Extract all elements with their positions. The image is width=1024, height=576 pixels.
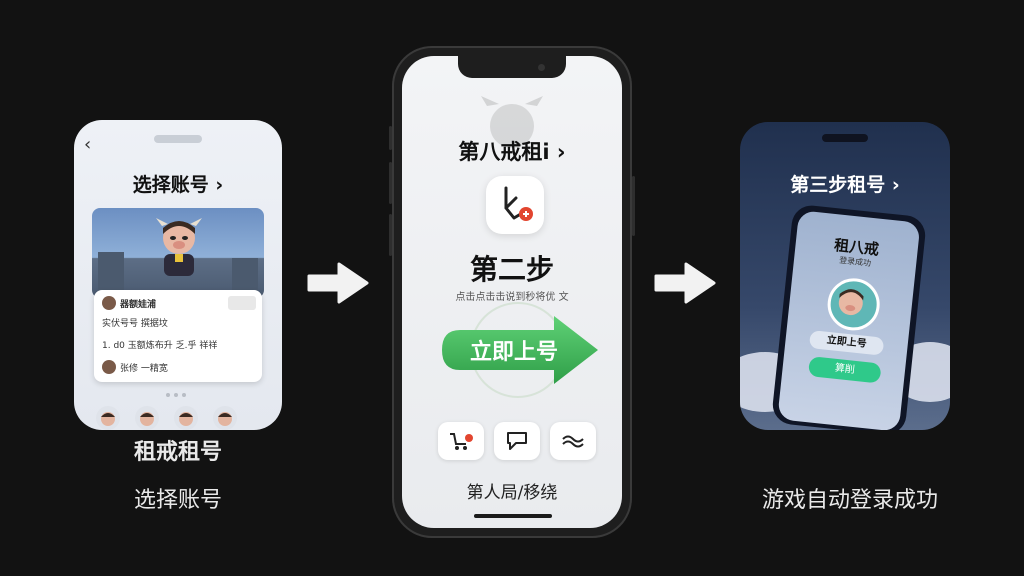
phone-screen: 第八戒租i › 第二步 点击点击击说到秒将优 文 立即上号 (402, 56, 622, 528)
avatar (102, 360, 116, 374)
share-node-icon (504, 186, 533, 221)
inner-screen: 租八戒 登录成功 立即上号 算削 (777, 210, 921, 430)
account-list-panel: 器额娃浦 实伏号号 撰据坟 1. d0 玉额炼布升 乏.乎 祥祥 张修 一精宽 (94, 290, 262, 382)
pig-face-icon (140, 412, 154, 426)
login-now-label: 立即上号 (469, 340, 558, 365)
pig-face-icon (179, 412, 193, 426)
inner-confirm-button[interactable]: 算削 (807, 356, 882, 384)
camera-icon (538, 64, 545, 71)
arrow-right-icon (307, 262, 369, 304)
card-handle (154, 135, 202, 143)
step1-caption-top: 租戒租号 (133, 440, 222, 465)
list-item[interactable]: 器额娃浦 (102, 296, 156, 310)
list-item[interactable]: 1. d0 玉额炼布升 乏.乎 祥祥 (102, 338, 217, 351)
app-icon[interactable] (486, 176, 544, 234)
power-button (632, 176, 635, 236)
app-title: 第八戒租i › (458, 140, 566, 164)
step3-title: 第三步租号 › (790, 174, 900, 196)
list-item-label: 张修 一精宽 (120, 363, 168, 374)
list-item-label: 1. d0 玉额炼布升 乏.乎 祥祥 (102, 341, 218, 351)
step1-caption: 选择账号 (133, 488, 222, 513)
dot (174, 393, 178, 397)
mascot-watermark-icon (481, 96, 543, 148)
pig-mascot-icon (156, 218, 202, 276)
home-indicator[interactable] (474, 514, 552, 518)
arrow-right-icon (654, 262, 716, 304)
list-item-label: 实伏号号 撰据坟 (102, 319, 168, 329)
side-button (389, 162, 392, 204)
avatar (102, 296, 116, 310)
step3-card: 第三步租号 › 租八戒 登录成功 立即上号 算削 (740, 122, 950, 430)
pig-mascot-icon (838, 289, 864, 316)
dot (166, 393, 170, 397)
avatar[interactable] (135, 406, 159, 430)
cart-icon (450, 433, 473, 450)
avatar[interactable] (96, 406, 120, 430)
list-item[interactable]: 张修 一精宽 (102, 360, 168, 374)
side-button (389, 214, 392, 256)
avatar[interactable] (213, 406, 237, 430)
cart-button[interactable] (438, 422, 484, 460)
step1-card: ‹ 选择账号 › 器额娃浦 实伏号号 撰据坟 1. d0 玉额炼布升 乏.乎 祥… (74, 120, 282, 430)
step3-caption: 游戏自动登录成功 (761, 488, 938, 513)
game-scene-image (92, 208, 264, 298)
panel-tag (228, 296, 256, 310)
pig-face-icon (101, 412, 115, 426)
list-item[interactable]: 实伏号号 撰据坟 (102, 316, 168, 329)
arrow-button-shape (442, 316, 598, 384)
back-icon[interactable]: ‹ (84, 134, 92, 155)
list-item-label: 器额娃浦 (120, 299, 157, 310)
notch (458, 56, 566, 78)
step-heading: 第二步 (469, 253, 554, 286)
step-description: 点击点击击说到秒将优 文 (455, 292, 569, 303)
wave-icon (562, 435, 584, 448)
select-account-title: 选择账号 › (132, 174, 224, 196)
side-button (389, 126, 392, 150)
tool-buttons (438, 422, 596, 460)
wave-button[interactable] (550, 422, 596, 460)
card-handle (822, 134, 868, 142)
chat-button[interactable] (494, 422, 540, 460)
dot (182, 393, 186, 397)
pig-face-icon (218, 412, 232, 426)
avatar-row (96, 406, 237, 430)
carousel-dots[interactable] (166, 393, 186, 397)
inner-login-label: 立即上号 (808, 330, 885, 356)
bottom-label: 第人局/移绕 (466, 483, 558, 503)
inner-phone: 租八戒 登录成功 立即上号 算削 (770, 203, 928, 430)
login-now-button[interactable]: 立即上号 (442, 314, 608, 386)
chat-icon (507, 432, 527, 450)
step2-phone: 第八戒租i › 第二步 点击点击击说到秒将优 文 立即上号 (389, 46, 635, 538)
avatar (825, 275, 883, 333)
avatar[interactable] (174, 406, 198, 430)
